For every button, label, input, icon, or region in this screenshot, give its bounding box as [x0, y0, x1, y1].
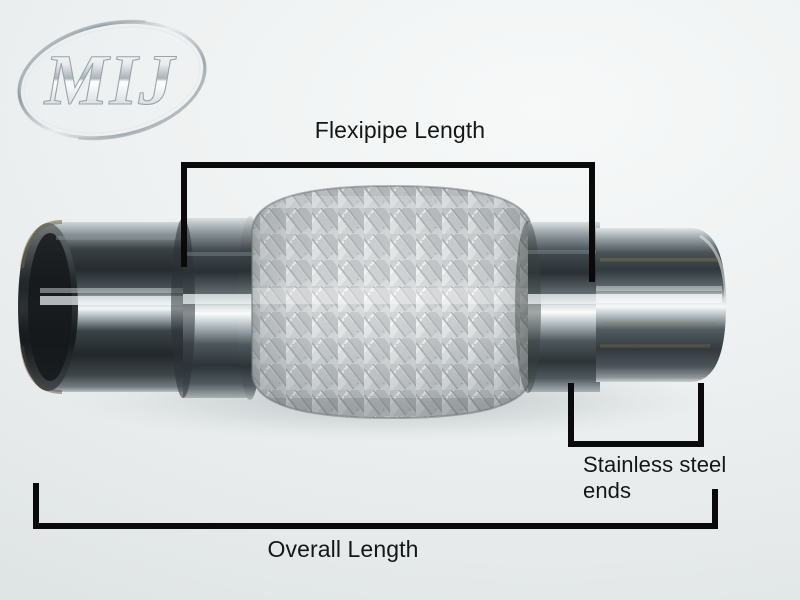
overall-bracket-right-leg [712, 489, 718, 529]
flexipipe-bracket-top [181, 162, 595, 168]
stainless-steel-ends-label: Stainless steel ends [583, 452, 727, 503]
stainless-ends-bracket-left-leg [568, 383, 574, 447]
stainless-ends-bracket-right-leg [698, 383, 704, 447]
overall-bracket-bottom [33, 523, 718, 529]
overall-bracket-left-leg [33, 483, 39, 529]
left-bore [18, 223, 78, 391]
flexipipe-bracket-left-leg [181, 162, 187, 267]
flexipipe-length-label: Flexipipe Length [314, 117, 486, 143]
stainless-ends-bracket-bottom [568, 441, 704, 447]
braided-flex-bellows [251, 184, 533, 420]
pipe-shadow [60, 358, 720, 442]
overall-length-label: Overall Length [267, 536, 419, 562]
stainless-steel-end-right [596, 228, 728, 382]
flexipipe-bracket-right-leg [589, 162, 595, 282]
stainless-steel-end-left [18, 220, 208, 394]
logo-wordmark: MIJ [43, 40, 176, 120]
